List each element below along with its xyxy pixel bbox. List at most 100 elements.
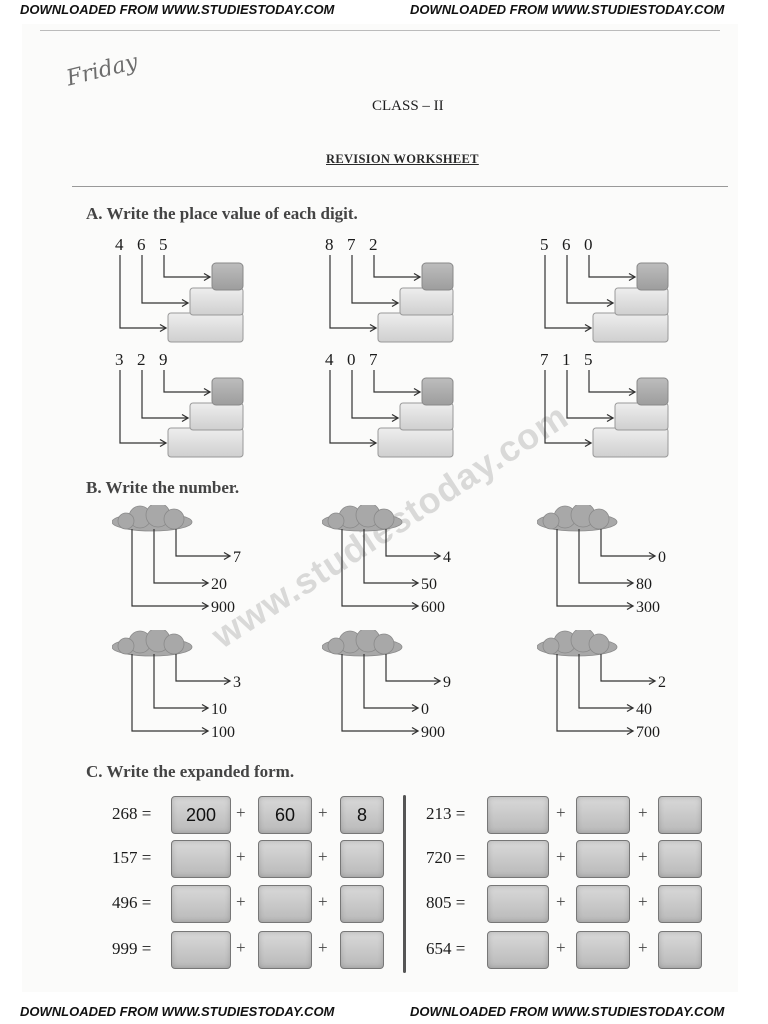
arrow-head-icon (628, 272, 637, 282)
connector-arrows (341, 654, 442, 736)
tens-step (399, 402, 454, 431)
tens-answer-box[interactable] (258, 931, 312, 969)
ones-answer-box[interactable] (658, 885, 702, 923)
connector-arrows (131, 654, 232, 736)
place-value-number: 0 (658, 549, 666, 566)
place-value-number: 900 (211, 599, 235, 616)
plus-sign: + (318, 892, 328, 911)
page-top-rule (40, 30, 720, 31)
plus-sign: + (638, 938, 648, 957)
tens-answer-box[interactable] (576, 885, 630, 923)
digit-label: 7 (540, 350, 549, 369)
plus-sign: + (236, 938, 246, 957)
arrow-head-icon (201, 726, 210, 736)
expanded-form-number: 720 = (426, 848, 466, 867)
connector-arrows (329, 370, 422, 448)
ones-answer-box[interactable] (340, 885, 384, 923)
bottom-banner-right: DOWNLOADED FROM WWW.STUDIESTODAY.COM (410, 1004, 725, 1019)
digit-label: 8 (325, 235, 334, 254)
place-value-number: 50 (421, 576, 437, 593)
place-value-number: 0 (421, 701, 429, 718)
connector-arrows (556, 529, 657, 611)
digit-label: 0 (584, 235, 593, 254)
connector-arrows (544, 370, 637, 448)
place-value-number: 20 (211, 576, 227, 593)
ones-step (636, 262, 669, 291)
plus-sign: + (556, 892, 566, 911)
digit-label: 6 (137, 235, 146, 254)
ones-answer-box[interactable] (340, 840, 384, 878)
column-divider (403, 795, 406, 973)
arrow-head-icon (626, 578, 635, 588)
bottom-banner-left: DOWNLOADED FROM WWW.STUDIESTODAY.COM (20, 1004, 335, 1019)
hundreds-answer-box[interactable] (487, 840, 549, 878)
tens-step (189, 287, 244, 316)
top-banner-right: DOWNLOADED FROM WWW.STUDIESTODAY.COM (410, 2, 725, 17)
ones-answer-box[interactable] (658, 840, 702, 878)
place-value-number: 9 (443, 674, 451, 691)
digit-label: 4 (325, 350, 334, 369)
tens-answer-box[interactable] (258, 885, 312, 923)
tens-answer-box[interactable] (576, 931, 630, 969)
expanded-form-number: 157 = (112, 848, 152, 867)
digit-label: 2 (137, 350, 146, 369)
place-value-number: 600 (421, 599, 445, 616)
ones-step (636, 377, 669, 406)
plus-sign: + (236, 892, 246, 911)
place-value-number: 40 (636, 701, 652, 718)
ones-answer-box[interactable] (658, 931, 702, 969)
expanded-form-number: 213 = (426, 804, 466, 823)
hundreds-answer-box[interactable] (487, 885, 549, 923)
arrow-head-icon (626, 703, 635, 713)
ones-answer-box[interactable] (340, 931, 384, 969)
arrow-head-icon (201, 703, 210, 713)
tens-answer-box[interactable] (576, 840, 630, 878)
digit-label: 6 (562, 235, 571, 254)
place-value-number: 3 (233, 674, 241, 691)
cloud-icon (112, 630, 193, 657)
tens-answer-box[interactable] (258, 840, 312, 878)
cloud-icon (537, 630, 618, 657)
arrow-head-icon (413, 272, 422, 282)
arrow-head-icon (433, 676, 442, 686)
digit-label: 7 (347, 235, 356, 254)
hundreds-step (167, 427, 244, 458)
digit-label: 2 (369, 235, 378, 254)
hundreds-answer-box[interactable] (171, 840, 231, 878)
section-c-heading: C. Write the expanded form. (86, 762, 295, 781)
hundreds-answer-box[interactable] (171, 885, 231, 923)
place-value-number: 300 (636, 599, 660, 616)
ones-answer-box[interactable] (658, 796, 702, 834)
digit-label: 3 (115, 350, 124, 369)
arrow-head-icon (584, 323, 593, 333)
worksheet-title: REVISION WORKSHEET (326, 152, 479, 166)
cloud-icon (322, 630, 403, 657)
hundreds-answer-box[interactable] (171, 931, 231, 969)
arrow-head-icon (411, 578, 420, 588)
hundreds-step (377, 427, 454, 458)
arrow-head-icon (411, 726, 420, 736)
connector-arrows (119, 370, 212, 448)
digit-label: 5 (540, 235, 549, 254)
plus-sign: + (638, 892, 648, 911)
ones-step (421, 377, 454, 406)
digit-label: 5 (584, 350, 593, 369)
tens-answer-box[interactable] (576, 796, 630, 834)
hundreds-answer-box[interactable]: 200 (171, 796, 231, 834)
arrow-head-icon (626, 601, 635, 611)
ones-answer-box[interactable]: 8 (340, 796, 384, 834)
hundreds-answer-box[interactable] (487, 931, 549, 969)
hundreds-answer-box[interactable] (487, 796, 549, 834)
tens-answer-box[interactable]: 60 (258, 796, 312, 834)
digit-label: 7 (369, 350, 378, 369)
hundreds-step (592, 312, 669, 343)
plus-sign: + (318, 803, 328, 822)
hundreds-step (377, 312, 454, 343)
arrow-head-icon (391, 298, 400, 308)
tens-step (189, 402, 244, 431)
